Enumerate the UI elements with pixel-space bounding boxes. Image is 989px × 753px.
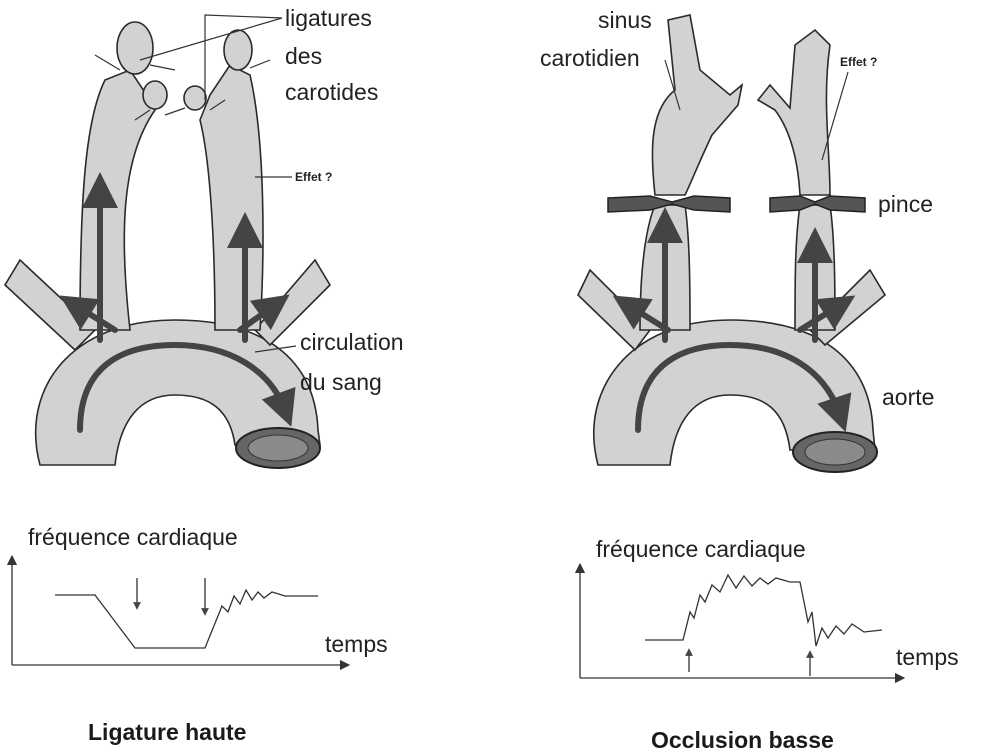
left-graph-ylabel: fréquence cardiaque bbox=[28, 524, 238, 550]
right-label-effet: Effet ? bbox=[840, 55, 877, 69]
left-label-effet: Effet ? bbox=[295, 170, 332, 184]
left-carotid-right bbox=[200, 65, 263, 330]
right-carotid-upper-right bbox=[758, 30, 830, 195]
left-label-ligatures: ligatures des carotides bbox=[285, 5, 378, 105]
left-label-circulation: circulation du sang bbox=[300, 329, 410, 395]
right-panel: sinus carotidien Effet ? pince aorte fré… bbox=[540, 7, 959, 753]
right-label-aorte: aorte bbox=[882, 384, 934, 410]
left-stump-4 bbox=[224, 30, 252, 70]
left-stump-2 bbox=[143, 81, 167, 109]
left-title: Ligature haute bbox=[88, 719, 246, 745]
left-graph-curve bbox=[55, 590, 318, 648]
right-graph: fréquence cardiaque temps bbox=[580, 536, 959, 678]
left-graph-xlabel: temps bbox=[325, 631, 388, 657]
left-carotid-left bbox=[80, 70, 155, 330]
right-title: Occlusion basse bbox=[651, 727, 834, 753]
right-carotid-upper-left bbox=[652, 15, 742, 195]
right-label-sinus: sinus carotidien bbox=[540, 7, 658, 71]
right-label-pince: pince bbox=[878, 191, 933, 217]
left-stump-1 bbox=[117, 22, 153, 74]
right-graph-xlabel: temps bbox=[896, 644, 959, 670]
left-graph: fréquence cardiaque temps bbox=[12, 524, 388, 665]
left-panel: ligatures des carotides Effet ? circulat… bbox=[5, 5, 410, 745]
left-stump-3 bbox=[184, 86, 206, 110]
right-graph-ylabel: fréquence cardiaque bbox=[596, 536, 806, 562]
right-graph-curve bbox=[645, 575, 882, 646]
